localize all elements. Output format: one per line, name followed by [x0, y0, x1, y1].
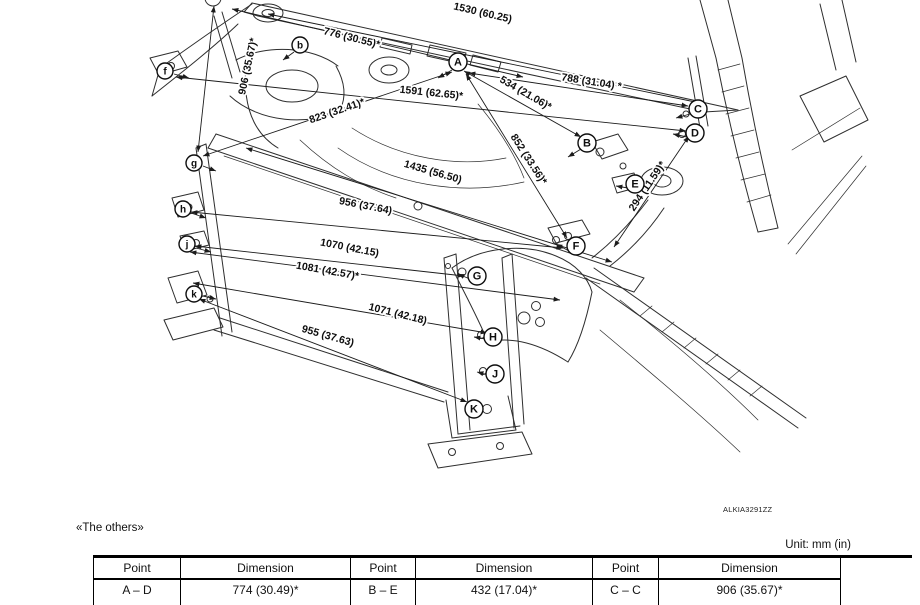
svg-text:K: K	[470, 404, 478, 416]
dimension-label: 955 (37.63)	[300, 323, 355, 349]
point-marker-E: E	[625, 174, 645, 194]
dimension-label: 956 (37.64)	[338, 195, 393, 217]
table-top-rule	[93, 555, 912, 558]
point-marker-H: H	[483, 327, 503, 347]
table-cell-dimension: 906 (35.67)*	[658, 579, 841, 605]
dimension-label: 1591 (62.65)*	[399, 84, 464, 103]
dimension-label: 852 (33.56)*	[508, 132, 550, 188]
svg-text:E: E	[631, 179, 638, 191]
point-marker-G: G	[467, 266, 487, 286]
body-structure-lineart	[149, 0, 869, 469]
point-marker-J: J	[485, 364, 505, 384]
point-marker-b: b	[291, 36, 309, 54]
point-marker-h: h	[174, 200, 192, 218]
dimension-label: 906 (35.67)*	[236, 36, 260, 96]
svg-text:B: B	[583, 138, 591, 150]
point-marker-B: B	[577, 133, 597, 153]
svg-text:g: g	[191, 158, 197, 169]
dimension-label: 1071 (42.18)	[367, 301, 428, 327]
svg-text:J: J	[492, 369, 498, 381]
dimension-table: Point Dimension Point Dimension Point Di…	[93, 558, 841, 605]
dimension-label: 788 (31.04) *	[561, 71, 624, 92]
table-cell-point: A – D	[93, 579, 181, 605]
dimension-label: 823 (32.41)*	[308, 96, 367, 126]
svg-text:j: j	[185, 239, 189, 250]
point-markers: A B C D E F G H J K b f g h j k	[156, 36, 708, 419]
table-header-cell: Dimension	[415, 558, 593, 580]
section-caption: «The others»	[76, 522, 144, 534]
dimension-label: 1070 (42.15)	[319, 236, 380, 259]
svg-text:G: G	[473, 271, 482, 283]
svg-text:b: b	[297, 40, 303, 51]
table-cell-point: B – E	[350, 579, 416, 605]
svg-text:C: C	[694, 104, 702, 116]
table-cell-dimension: 774 (30.49)*	[180, 579, 351, 605]
table-header-cell: Point	[350, 558, 416, 580]
figure-code: ALKIA3291ZZ	[723, 505, 773, 514]
svg-text:D: D	[691, 128, 699, 140]
point-marker-f: f	[156, 62, 174, 80]
svg-text:F: F	[573, 241, 580, 253]
dimension-label: 534 (21.06)*	[497, 74, 554, 114]
unit-label: Unit: mm (in)	[785, 539, 851, 551]
svg-text:h: h	[180, 204, 186, 215]
point-marker-j: j	[178, 235, 196, 253]
dimension-lines	[175, 5, 706, 403]
dimension-label: 1435 (56.50)	[403, 158, 464, 186]
point-marker-g: g	[185, 154, 203, 172]
table-cell-dimension: 432 (17.04)*	[415, 579, 593, 605]
table-header-cell: Dimension	[658, 558, 841, 580]
point-marker-D: D	[685, 123, 705, 143]
body-dimensions-diagram: 1530 (60.25) 776 (30.55)* 906 (35.67)* 1…	[149, 0, 869, 469]
svg-text:H: H	[489, 332, 497, 344]
point-leaders	[173, 51, 691, 412]
point-marker-F: F	[566, 236, 586, 256]
point-marker-A: A	[448, 52, 468, 72]
svg-text:k: k	[191, 289, 197, 300]
svg-text:A: A	[454, 57, 462, 69]
point-marker-K: K	[464, 399, 484, 419]
table-header-cell: Point	[93, 558, 181, 580]
point-marker-k: k	[185, 285, 203, 303]
table-row: A – D 774 (30.49)* B – E 432 (17.04)* C …	[93, 579, 841, 605]
manual-page: 1530 (60.25) 776 (30.55)* 906 (35.67)* 1…	[76, 0, 912, 605]
svg-text:f: f	[163, 66, 167, 77]
dimension-label: 1530 (60.25)	[452, 1, 513, 26]
table-header-row: Point Dimension Point Dimension Point Di…	[93, 558, 841, 580]
table-cell-point: C – C	[592, 579, 659, 605]
point-marker-C: C	[688, 99, 708, 119]
table-header-cell: Point	[592, 558, 659, 580]
table-header-cell: Dimension	[180, 558, 351, 580]
dimension-label: 776 (30.55)*	[322, 25, 382, 51]
